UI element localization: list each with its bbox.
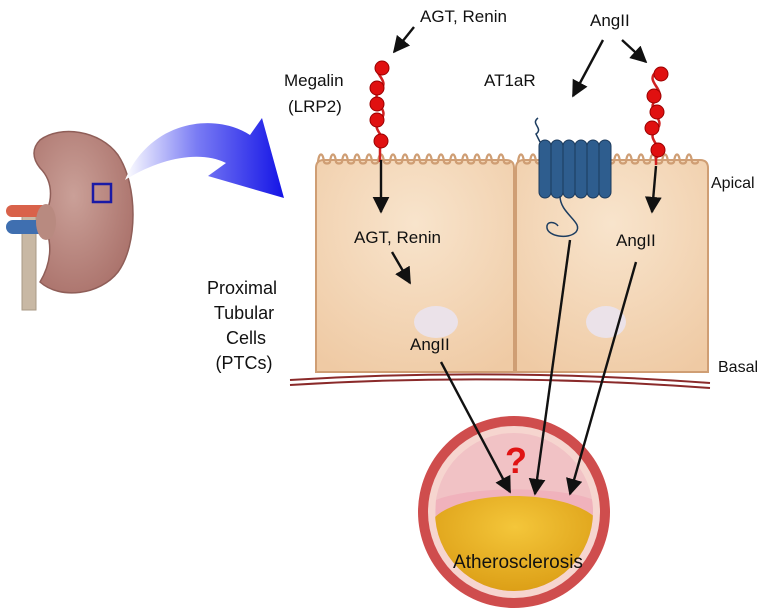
- label-lrp2: (LRP2): [288, 97, 342, 116]
- label-apical: Apical: [711, 175, 755, 192]
- megalin-receptor-icon: [644, 66, 669, 165]
- flow-arrows: [372, 26, 662, 496]
- megalin-receptor-icon: [369, 60, 390, 162]
- artery-cross-section-icon: [418, 416, 610, 608]
- zoom-arrow-icon: [125, 118, 284, 198]
- nucleus-left: [414, 306, 458, 338]
- ptc-line-4: (PTCs): [216, 353, 273, 373]
- label-proximal-tubular-cells: Proximal Tubular Cells (PTCs): [207, 278, 277, 373]
- arrow-megalin-right-internalize: [644, 165, 662, 214]
- ptc-line-1: Proximal: [207, 278, 277, 298]
- label-angii-left-cell: AngII: [410, 335, 450, 354]
- kidney-icon: [6, 130, 134, 311]
- label-agt-renin-top: AGT, Renin: [420, 7, 507, 26]
- zoom-box: [91, 182, 113, 204]
- label-basal: Basal: [718, 359, 758, 376]
- ptc-line-2: Tubular: [214, 303, 274, 323]
- atherosclerotic-plaque: [435, 496, 593, 591]
- ptc-line-3: Cells: [226, 328, 266, 348]
- label-angii-right-cell: AngII: [616, 231, 656, 250]
- at1ar-receptor-icon: [534, 117, 612, 238]
- label-megalin: Megalin: [284, 71, 344, 90]
- arrow-angii-left-to-artery: [439, 361, 512, 494]
- arrow-angii-right-to-artery: [566, 261, 638, 496]
- question-mark: ?: [505, 440, 527, 481]
- label-atherosclerosis: Atherosclerosis: [453, 552, 583, 573]
- arrow-angii-to-megalin: [621, 39, 648, 64]
- arrow-agt-to-angii: [390, 251, 412, 285]
- basal-membrane: [289, 373, 711, 384]
- label-agt-renin-cell: AGT, Renin: [354, 228, 441, 247]
- label-at1ar: AT1aR: [484, 71, 536, 90]
- arrow-at1ar-to-artery: [528, 239, 572, 496]
- arrow-agt-to-megalin: [392, 26, 415, 54]
- label-angii-top: AngII: [590, 11, 630, 30]
- arrow-angii-to-at1ar: [571, 39, 605, 98]
- proximal-tubular-cell-left: [315, 159, 515, 373]
